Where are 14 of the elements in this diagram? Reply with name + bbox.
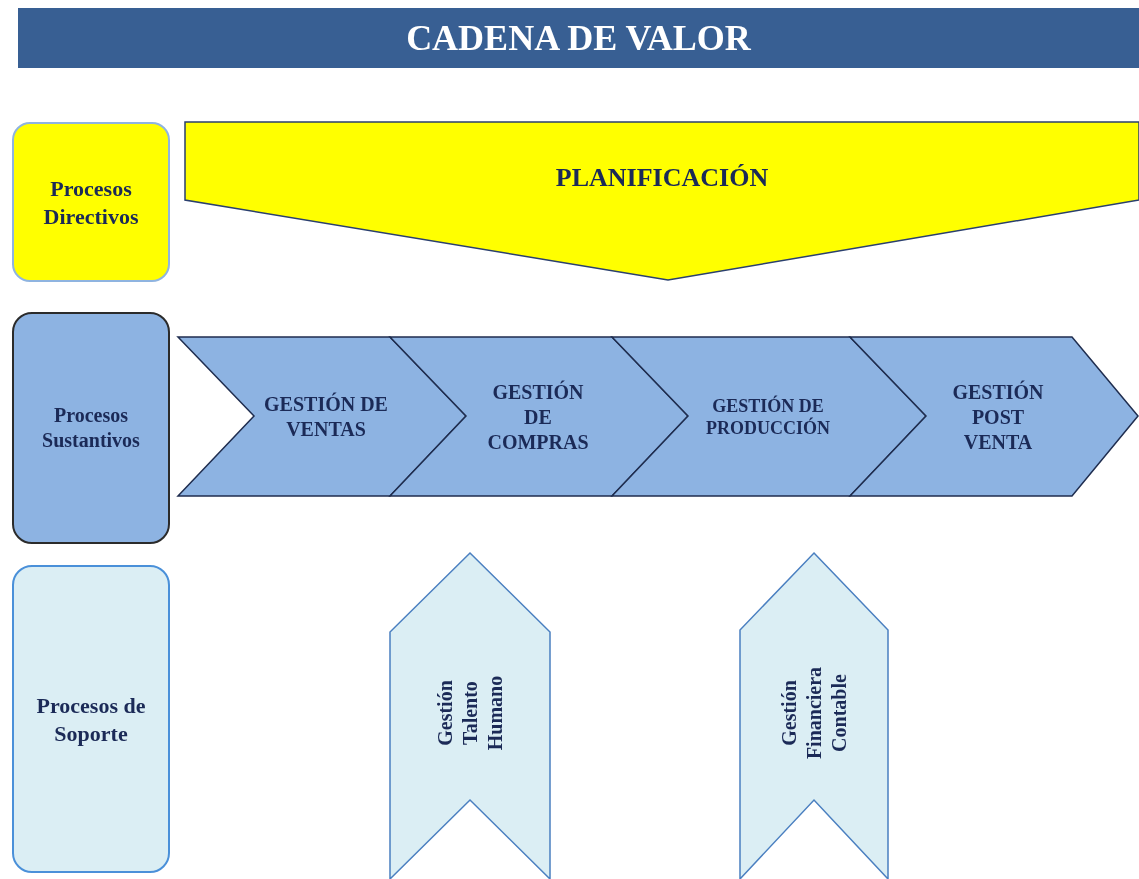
category-box: [12, 312, 170, 544]
process-label: Gestión Talento Humano: [432, 674, 507, 752]
process-label: GESTIÓN POST VENTA: [951, 379, 1045, 454]
process-label: GESTIÓN DE PRODUCCIÓN: [705, 394, 831, 439]
process-label: PLANIFICACIÓN: [554, 162, 770, 194]
category-label: Procesos de Soporte: [35, 691, 147, 747]
category-label: Procesos Sustantivos: [41, 403, 141, 453]
process-label: Gestión Financiera Contable: [776, 665, 851, 761]
category-label: Procesos Directivos: [42, 174, 140, 230]
category-box: [12, 565, 170, 873]
category-box: [12, 122, 170, 282]
process-label: GESTIÓN DE VENTAS: [264, 391, 388, 442]
title: CADENA DE VALOR: [406, 17, 751, 59]
process-label: GESTIÓN DE COMPRAS: [486, 379, 590, 454]
